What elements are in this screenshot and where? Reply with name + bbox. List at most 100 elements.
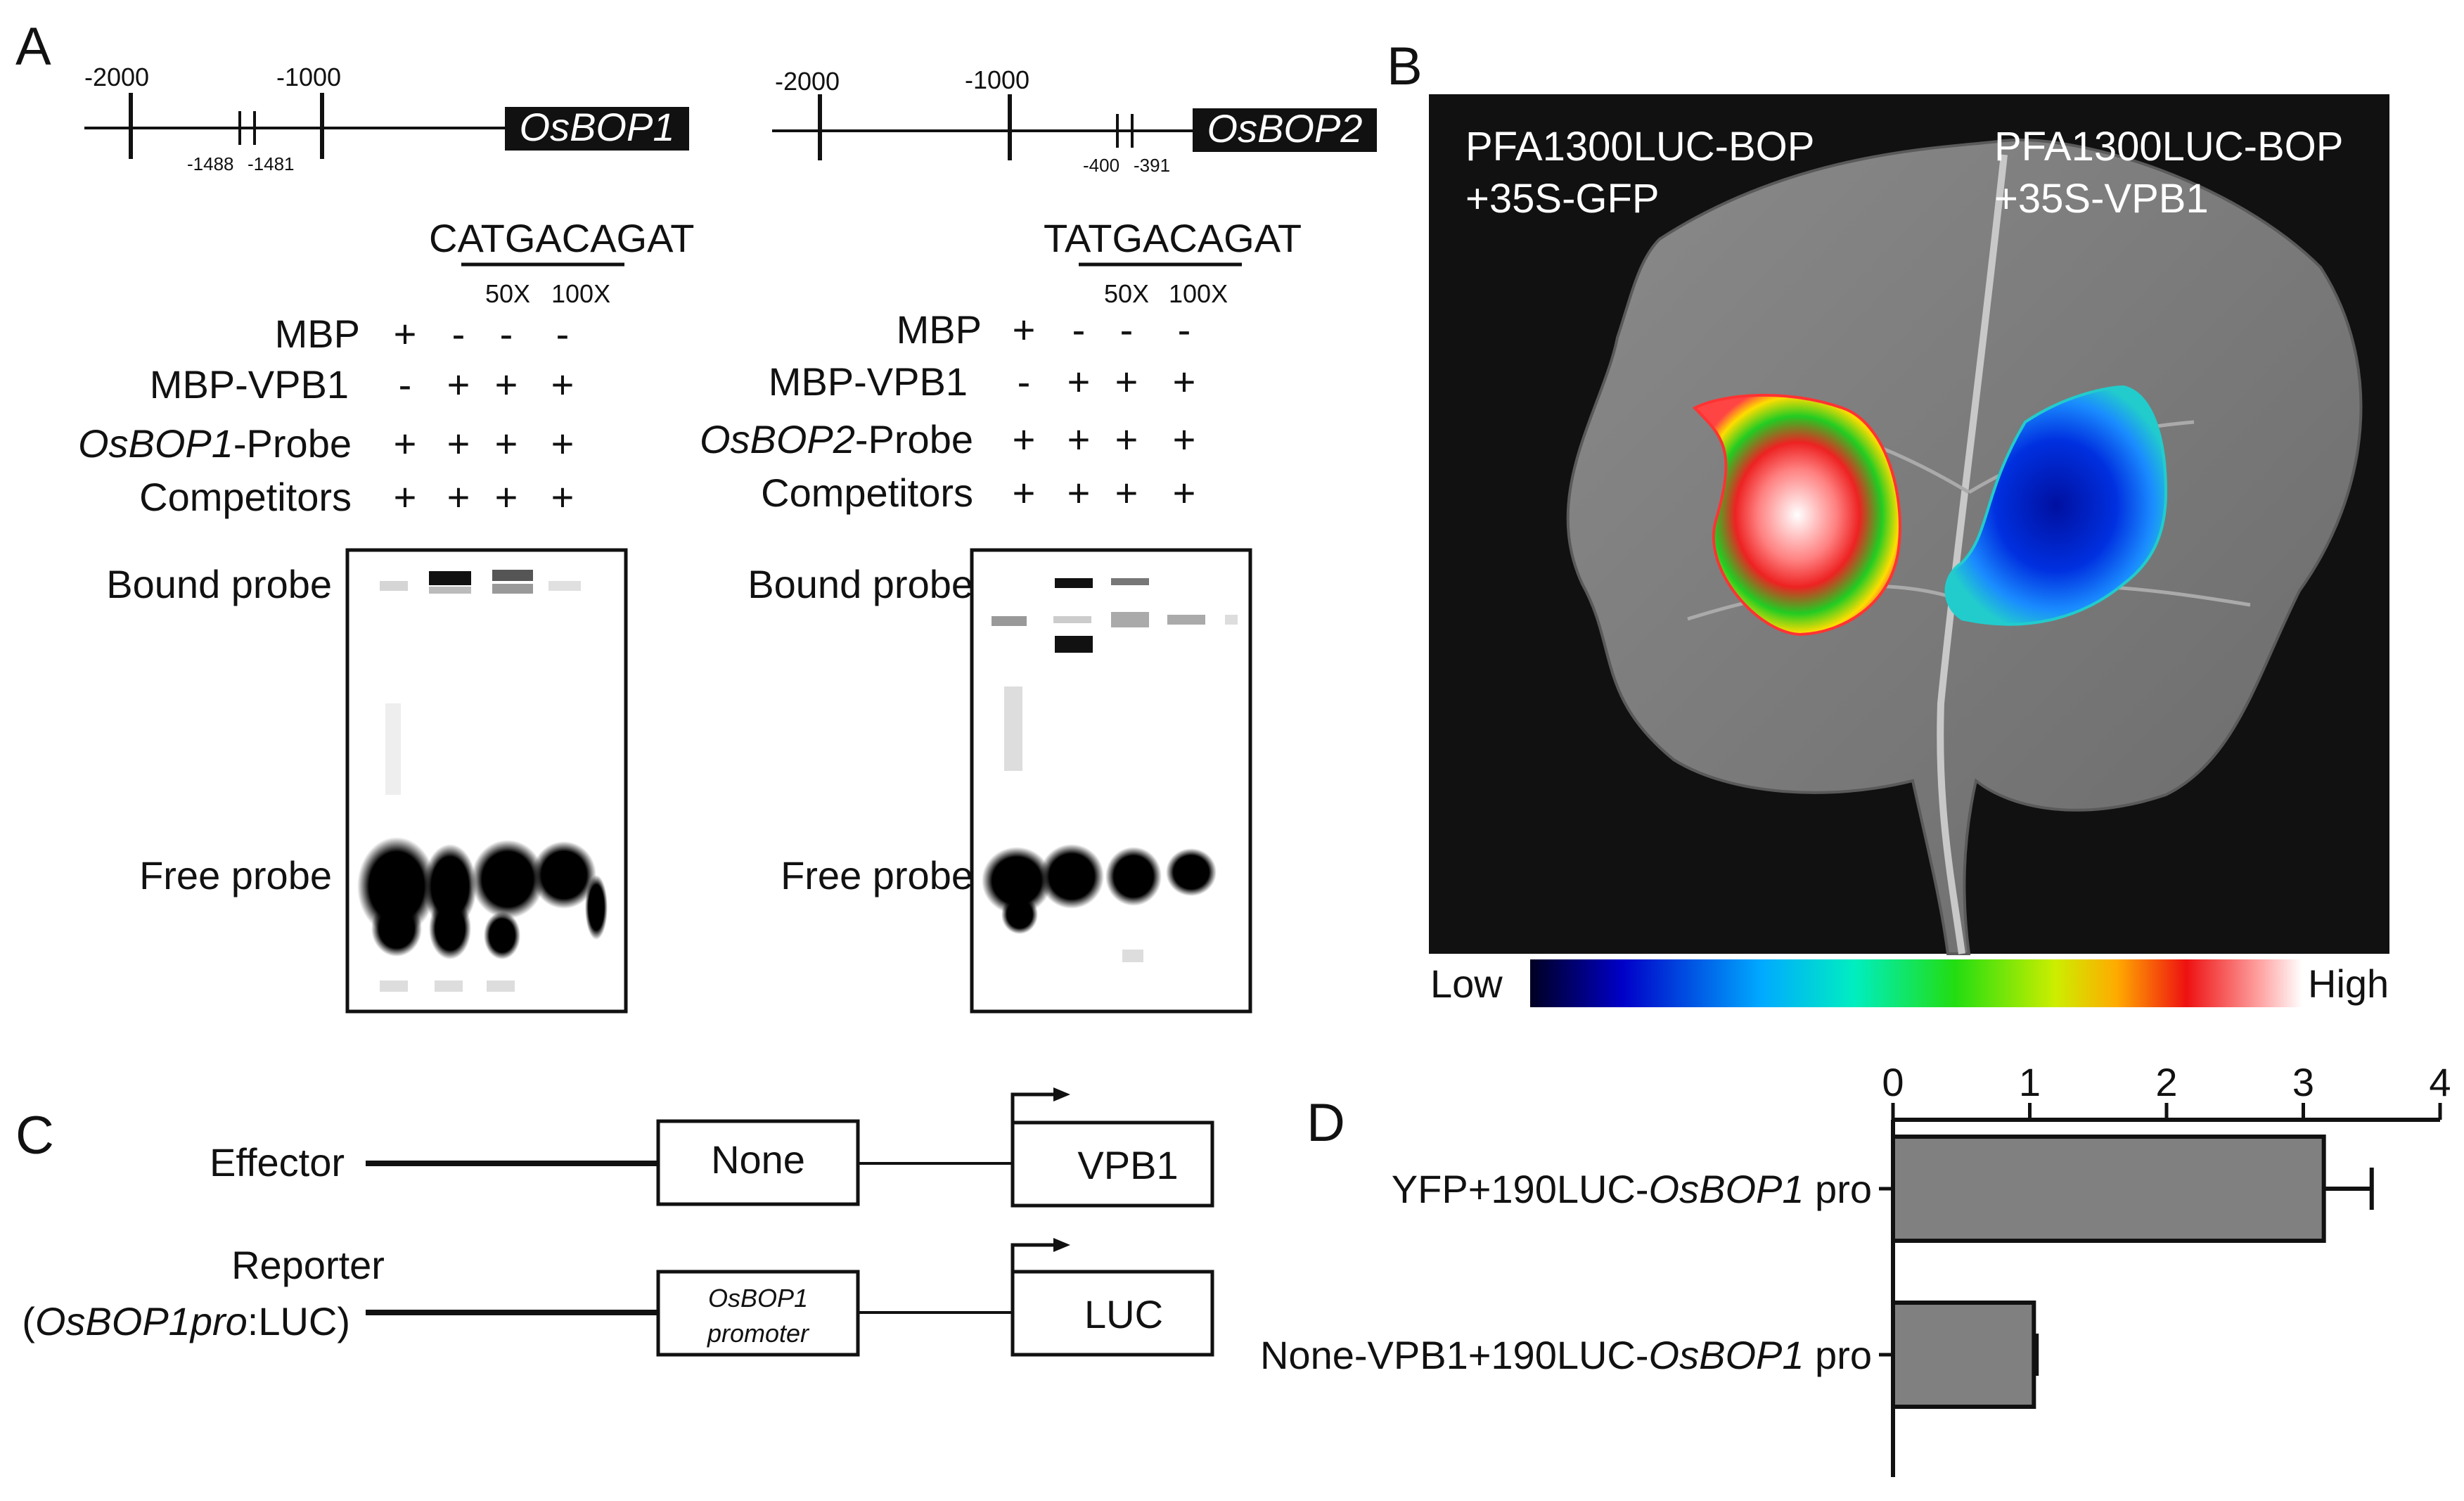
bound-probe-label-1: Bound probe: [106, 562, 332, 606]
svg-text:+: +: [495, 362, 518, 407]
svg-text:+: +: [1067, 359, 1091, 404]
bar-0: [1891, 1135, 2326, 1243]
free-probe-label-2: Free probe: [781, 853, 973, 898]
none-box-label: None: [711, 1137, 805, 1182]
row-label-mbpvpb1-1: MBP-VPB1: [150, 362, 349, 407]
svg-text:-: -: [1018, 359, 1031, 404]
svg-text:-: -: [500, 312, 513, 356]
svg-text:+: +: [394, 421, 417, 466]
x-tick-label-3: 3: [2292, 1060, 2314, 1104]
promoter-box-line1: OsBOP1: [708, 1284, 808, 1312]
motif-label-2: TATGACAGAT: [1044, 216, 1302, 260]
site-label-400: -400: [1083, 155, 1119, 176]
row-label-mbpvpb1-2: MBP-VPB1: [769, 359, 968, 404]
x-tick-label-1: 1: [2019, 1060, 2041, 1104]
svg-text:-: -: [399, 362, 412, 407]
site-label-391: -391: [1134, 155, 1170, 176]
site-label-1488: -1488: [187, 153, 234, 174]
promoter-map-osbop2: -2000 -1000 -400 -391 OsBOP2: [772, 65, 1377, 176]
x-tick-label-4: 4: [2429, 1060, 2451, 1104]
panel-label-b: B: [1387, 37, 1423, 96]
tick-label-minus2000-b: -2000: [775, 67, 840, 96]
competitor-fold-100x-1: 100X: [551, 279, 610, 308]
leaf-label-left-line1: PFA1300LUC-BOP: [1465, 124, 1814, 170]
competitor-fold-50x-1: 50X: [485, 279, 530, 308]
scale-low-label: Low: [1430, 962, 1503, 1006]
svg-text:+: +: [551, 475, 575, 519]
row-label-mbp-2: MBP: [897, 307, 982, 352]
luciferase-bar-chart: 0 1 2 3 4 YFP+190LUC-OsBOP1 proNone-VPB1+190…: [1260, 1060, 2451, 1477]
svg-text:-: -: [1178, 307, 1191, 352]
panel-label-a: A: [15, 17, 51, 77]
leaf-label-right-line2: +35S-VPB1: [1994, 176, 2209, 222]
promoter-map-osbop1: -2000 -1000 -1488 -1481 OsBOP1: [84, 63, 689, 174]
svg-text:+: +: [495, 421, 518, 466]
tick-label-minus2000: -2000: [84, 63, 149, 91]
svg-text:+: +: [394, 475, 417, 519]
svg-text:+: +: [1013, 307, 1036, 352]
row-label-probe-2: OsBOP2-Probe: [700, 417, 973, 461]
effector-label: Effector: [210, 1140, 345, 1184]
svg-text:+: +: [1013, 471, 1036, 515]
row-label-probe-1: OsBOP1-Probe: [78, 421, 352, 466]
vpb1-box-label: VPB1: [1077, 1143, 1178, 1187]
svg-text:+: +: [447, 475, 470, 519]
row-label-mbp-1: MBP: [275, 312, 360, 356]
mark-grid-2: + - - - - + + + + + + + + + + +: [1013, 307, 1196, 515]
svg-text:+: +: [1173, 471, 1196, 515]
luc-box-label: LUC: [1084, 1292, 1163, 1336]
free-probe-label-1: Free probe: [139, 853, 332, 898]
svg-text:+: +: [447, 421, 470, 466]
reporter-label: Reporter: [231, 1243, 385, 1287]
svg-text:+: +: [1115, 417, 1138, 461]
svg-text:+: +: [495, 475, 518, 519]
category-label-1: None-VPB1+190LUC-OsBOP1 pro: [1260, 1333, 1872, 1377]
reporter-sublabel: (OsBOP1pro:LUC): [22, 1299, 350, 1343]
svg-text:+: +: [1173, 417, 1196, 461]
emsa-gel-1: [345, 548, 628, 1014]
competitor-fold-100x-2: 100X: [1169, 279, 1228, 308]
motif-label-1: CATGACAGAT: [429, 216, 695, 260]
svg-text:+: +: [1013, 417, 1036, 461]
svg-text:+: +: [551, 362, 575, 407]
bar-1: [1891, 1301, 2036, 1409]
category-label-0: YFP+190LUC-OsBOP1 pro: [1392, 1167, 1872, 1211]
scale-high-label: High: [2308, 962, 2389, 1006]
leaf-label-right-line1: PFA1300LUC-BOP: [1994, 124, 2343, 170]
row-label-competitors-1: Competitors: [139, 475, 352, 519]
svg-text:+: +: [551, 421, 575, 466]
x-tick-label-2: 2: [2155, 1060, 2177, 1104]
intensity-scale: Low High: [1430, 959, 2389, 1007]
svg-text:-: -: [452, 312, 466, 356]
svg-text:+: +: [1067, 417, 1091, 461]
competitor-fold-50x-2: 50X: [1104, 279, 1149, 308]
svg-text:+: +: [1115, 359, 1138, 404]
panel-label-d: D: [1307, 1093, 1345, 1153]
tick-label-minus1000-b: -1000: [965, 65, 1029, 94]
promoter-box-line2: promoter: [707, 1319, 810, 1348]
leaf-label-left-line2: +35S-GFP: [1465, 176, 1660, 222]
tick-label-minus1000: -1000: [276, 63, 341, 91]
svg-text:-: -: [556, 312, 570, 356]
svg-text:+: +: [1173, 359, 1196, 404]
svg-text:-: -: [1120, 307, 1134, 352]
construct-diagram: Effector None VPB1 Reporter (OsBOP1pro:L…: [22, 1087, 1214, 1357]
gene-box-osbop1: OsBOP1: [520, 105, 675, 149]
svg-text:+: +: [1067, 471, 1091, 515]
svg-text:+: +: [447, 362, 470, 407]
emsa2-conditions: TATGACAGAT 50X 100X MBP MBP-VPB1 OsBOP2-…: [700, 216, 1302, 898]
site-label-1481: -1481: [248, 153, 295, 174]
panel-label-c: C: [15, 1106, 54, 1165]
row-label-competitors-2: Competitors: [761, 471, 973, 515]
svg-text:-: -: [1072, 307, 1086, 352]
svg-text:+: +: [394, 312, 417, 356]
gene-box-osbop2: OsBOP2: [1207, 106, 1363, 151]
x-tick-label-0: 0: [1882, 1060, 1904, 1104]
emsa1-conditions: CATGACAGAT 50X 100X MBP MBP-VPB1 OsBOP1-…: [78, 216, 695, 898]
leaf-image: PFA1300LUC-BOP +35S-GFP PFA1300LUC-BOP +…: [1429, 94, 2389, 955]
svg-text:+: +: [1115, 471, 1138, 515]
mark-grid-1: + - - - - + + + + + + + + + + +: [394, 312, 575, 519]
emsa-gel-2: [970, 548, 1252, 1014]
bound-probe-label-2: Bound probe: [747, 562, 973, 606]
